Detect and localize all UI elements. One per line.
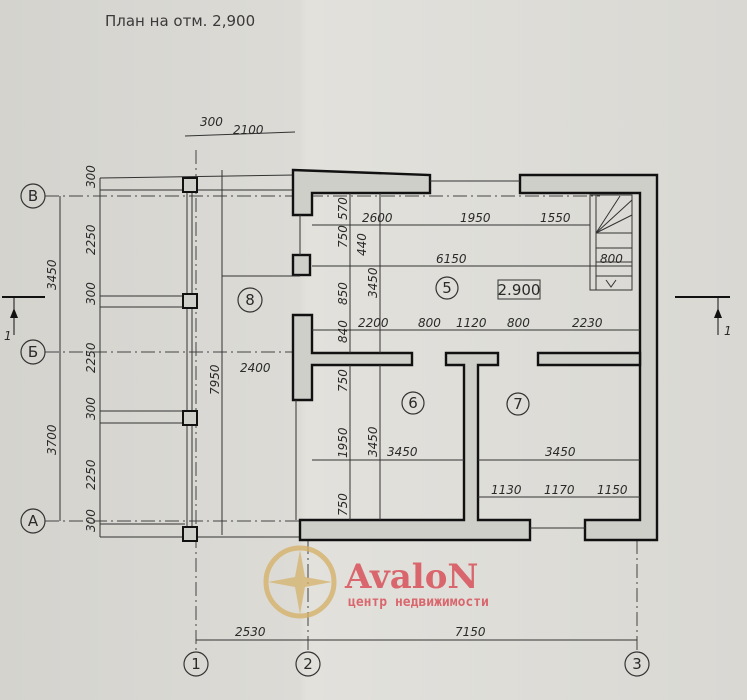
avalon-watermark: AvaloN центр недвижимости [263,545,489,619]
dim-porch-7950: 7950 [208,364,222,395]
dim-room5: 1120 [456,316,487,330]
dim-chain: 300 [84,397,98,420]
axis-bubble-1: 1 [183,651,209,677]
svg-text:1: 1 [724,324,732,338]
section-marker-left: 1 [2,296,45,343]
svg-text:3: 3 [632,655,642,673]
dim-chain: 300 [84,509,98,532]
dim-porch-2400: 2400 [240,361,271,375]
dim-room6: 750 [336,493,350,516]
dim-room6: 3450 [387,445,418,459]
dim-room5: 1550 [540,211,571,225]
dim-chain: 2250 [84,224,98,255]
dim-room7: 1150 [597,483,628,497]
dim-chain: 300 [84,282,98,305]
dimension-lines [59,131,640,641]
svg-text:2.900: 2.900 [498,281,541,299]
walls [291,168,659,542]
dim-room5: 440 [355,233,369,256]
axis-bubble-v: В [20,183,46,209]
svg-text:7: 7 [513,395,523,413]
dim-chain: 2250 [84,342,98,373]
dim-room5: 1950 [460,211,491,225]
svg-text:2: 2 [303,655,313,673]
room-label-7: 7 [506,392,530,416]
dim-top-300: 300 [200,115,223,129]
dim-bottom-2530: 2530 [235,625,266,639]
svg-text:6: 6 [408,394,418,412]
svg-text:В: В [28,187,38,205]
dim-room5-6150: 6150 [436,252,467,266]
plan-title: План на отм. 2,900 [105,12,255,30]
dim-room6: 3450 [366,426,380,457]
dim-room5: 2230 [572,316,603,330]
section-marker-right: 1 [675,296,732,338]
grid-axes [45,150,638,650]
svg-text:А: А [28,512,39,530]
svg-text:1: 1 [191,655,201,673]
dim-chain: 300 [84,165,98,188]
dim-bottom-7150: 7150 [455,625,486,639]
axis-bubble-3: 3 [624,651,650,677]
dim-room5: 2600 [362,211,393,225]
dim-stair-800: 800 [600,252,623,266]
svg-text:8: 8 [245,291,255,309]
dim-room5: 840 [336,320,350,343]
axis-bubble-2: 2 [295,651,321,677]
svg-text:Б: Б [28,343,38,361]
axis-bubble-a: А [20,508,46,534]
dim-3700-left: 3700 [45,424,59,455]
dim-room6: 1950 [336,427,350,458]
dim-room5: 570 [336,197,350,220]
dim-room7: 1130 [491,483,522,497]
svg-text:5: 5 [442,279,452,297]
dim-room5: 850 [336,282,350,305]
axis-bubble-b: Б [20,339,46,365]
porch-columns [99,170,300,542]
dim-room5: 750 [336,225,350,248]
room-label-8: 8 [237,287,263,313]
dim-top-2100: 2100 [233,123,264,137]
compass-logo-icon [263,545,337,619]
dim-chain: 2250 [84,459,98,490]
staircase [589,194,633,291]
dim-room5: 2200 [358,316,389,330]
watermark-tagline: центр недвижимости [348,595,489,610]
dim-room7: 1170 [544,483,575,497]
dim-room5: 800 [507,316,530,330]
dim-room5: 3450 [366,267,380,298]
svg-text:1: 1 [4,329,12,343]
dim-room5: 800 [418,316,441,330]
dim-room6: 750 [336,369,350,392]
dim-3450-left: 3450 [45,259,59,290]
dim-room7: 3450 [545,445,576,459]
level-mark: 2.900 [497,279,541,300]
watermark-brand: AvaloN [344,557,478,597]
room-label-5: 5 [435,276,459,300]
room-label-6: 6 [401,391,425,415]
